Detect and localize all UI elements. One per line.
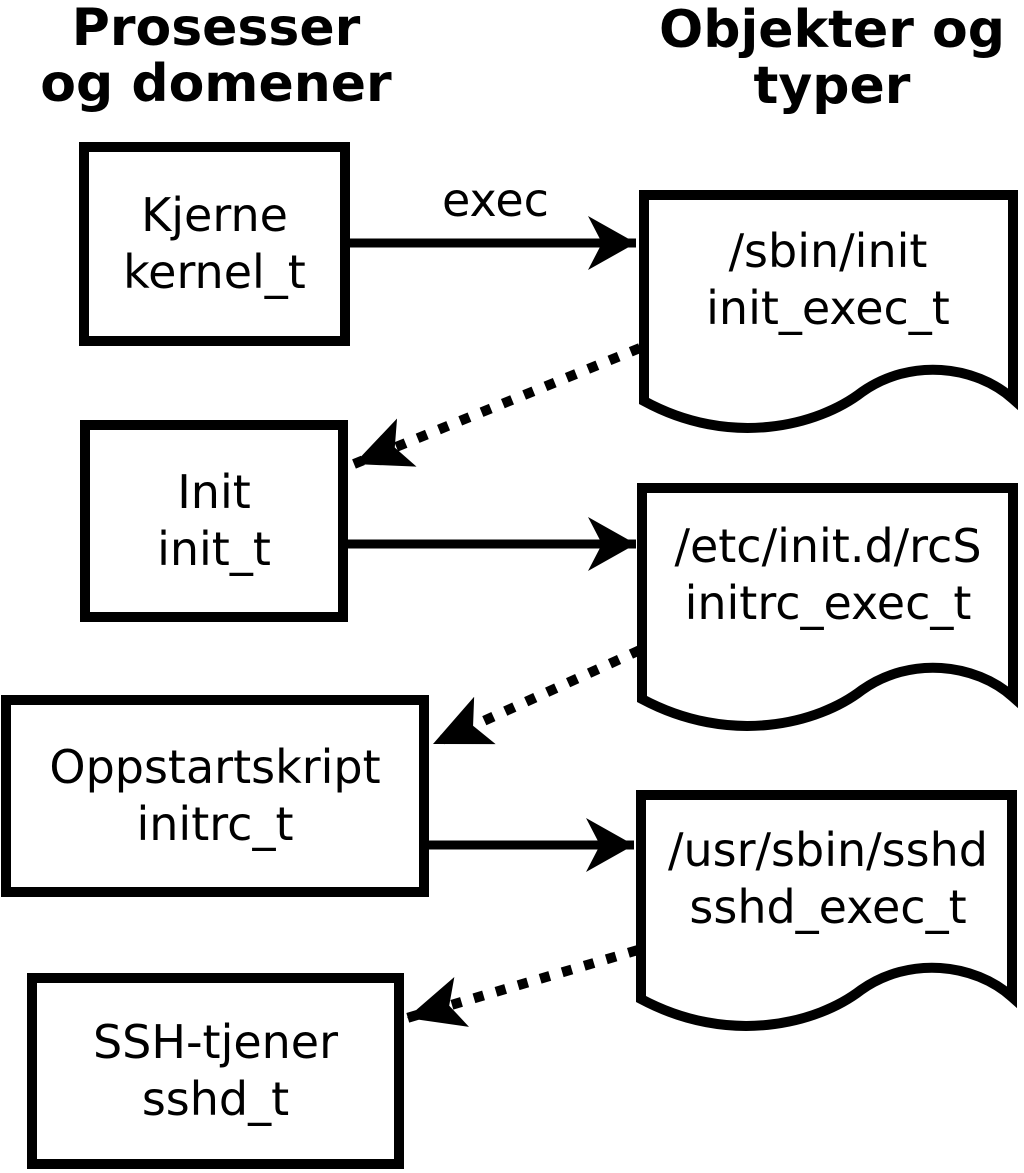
column-header-processes: Prosesser og domener	[18, 0, 414, 112]
column-header-objects: Objekter og typer	[634, 2, 1024, 114]
transition-arrow-init-exec-to-init_t	[352, 343, 642, 469]
process-type-label: kernel_t	[123, 245, 306, 299]
object-path-label: /etc/init.d/rcS	[674, 519, 982, 573]
object-type-label: initrc_exec_t	[684, 576, 972, 630]
object-path-label: /sbin/init	[728, 224, 928, 278]
process-box-sshd_t: SSH-tjener sshd_t	[27, 973, 404, 1169]
object-doc-initrc_exec_t: /etc/init.d/rcS initrc_exec_t	[639, 490, 1017, 660]
column-header-processes-line2: og domener	[40, 54, 392, 114]
object-type-label: init_exec_t	[706, 281, 950, 335]
object-type-label: sshd_exec_t	[689, 880, 967, 934]
process-type-label: sshd_t	[141, 1072, 290, 1126]
object-doc-init_exec_t: /sbin/init init_exec_t	[639, 196, 1017, 364]
process-label: Oppstartskript	[49, 740, 381, 794]
object-doc-initrc_exec_t-shape	[637, 483, 1018, 731]
column-header-objects-line1: Objekter og	[659, 0, 1005, 60]
process-type-label: initrc_t	[136, 797, 294, 851]
transition-arrow-initrc-exec-to-initrc_t	[430, 645, 643, 749]
column-header-processes-line1: Prosesser	[71, 0, 361, 58]
column-header-objects-line2: typer	[753, 56, 911, 116]
object-doc-sshd_exec_t: /usr/sbin/sshd sshd_exec_t	[639, 794, 1017, 964]
process-box-init_t: Init init_t	[80, 420, 348, 622]
object-doc-init_exec_t-shape	[639, 190, 1018, 433]
process-label: Kjerne	[141, 188, 288, 242]
object-path-label: /usr/sbin/sshd	[668, 823, 988, 877]
process-box-initrc_t: Oppstartskript initrc_t	[1, 695, 429, 897]
process-box-kernel_t: Kjerne kernel_t	[79, 142, 350, 346]
transition-arrow-sshd-exec-to-sshd_t	[405, 945, 640, 1027]
exec-arrow-label: exec	[442, 173, 549, 227]
process-type-label: init_t	[157, 522, 271, 576]
process-label: SSH-tjener	[92, 1015, 339, 1069]
object-doc-sshd_exec_t-shape	[636, 790, 1017, 1031]
process-label: Init	[177, 465, 251, 519]
